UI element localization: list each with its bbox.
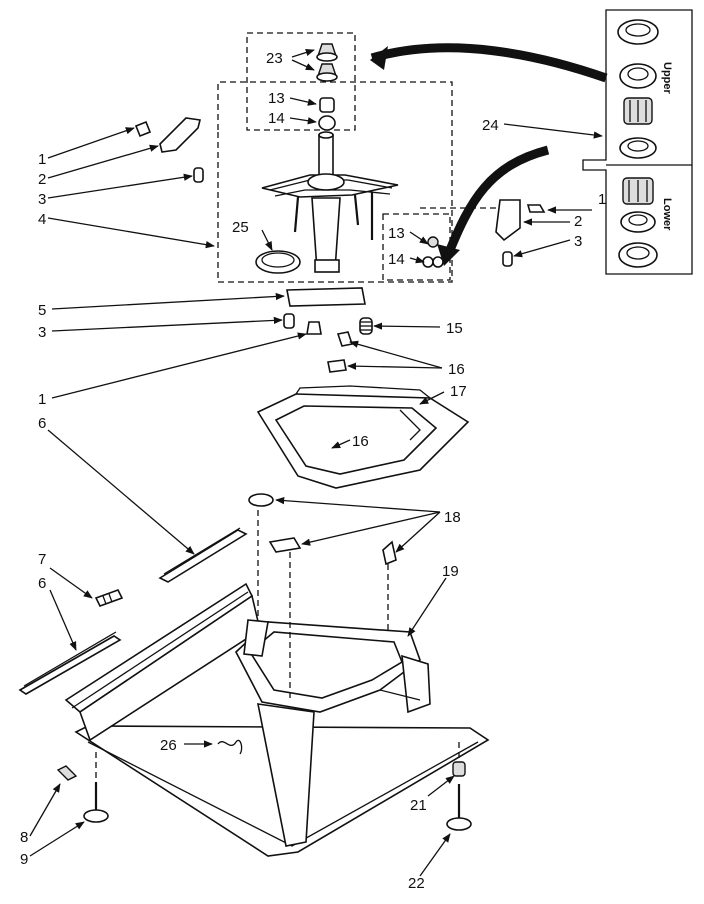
spring-7 [94, 589, 124, 607]
clips-18 [248, 493, 397, 566]
callout-2b: 2 [574, 213, 582, 230]
callout-16a: 16 [448, 361, 465, 378]
callout-2a: 2 [38, 171, 46, 188]
callout-13a: 13 [268, 90, 285, 107]
callout-13b: 13 [388, 225, 405, 242]
callout-25: 25 [232, 219, 249, 236]
clip-26 [217, 739, 243, 755]
lower-curved-arrow [443, 145, 550, 257]
bearing-parts-upper [316, 43, 338, 131]
upper-bearing-icons [617, 19, 659, 159]
transmission [261, 131, 399, 273]
callout-3b: 3 [574, 233, 582, 250]
callout-5: 5 [38, 302, 46, 319]
cabinet-base [64, 582, 490, 857]
callout-1c: 1 [38, 391, 46, 408]
right-bracket-parts [420, 199, 546, 267]
upper-label: Upper [661, 62, 673, 95]
callout-14a: 14 [268, 110, 285, 127]
callout-18: 18 [444, 509, 461, 526]
callout-labels: 1 2 3 4 23 13 14 25 24 1 2 3 13 14 5 3 1… [20, 50, 606, 892]
leveling-foot-left [56, 765, 109, 823]
rail-6-lower [18, 631, 122, 695]
bearing-inset: Upper Lower [582, 9, 693, 275]
callout-14b: 14 [388, 251, 405, 268]
ring-25 [255, 250, 301, 274]
callout-1b: 1 [598, 191, 606, 208]
callout-6b: 6 [38, 575, 46, 592]
callout-16b: 16 [352, 433, 369, 450]
callout-3c: 3 [38, 324, 46, 341]
callout-15: 15 [446, 320, 463, 337]
callout-9: 9 [20, 851, 28, 868]
leader-lines [29, 49, 603, 877]
upper-curved-arrow [370, 43, 608, 83]
left-bracket-parts [134, 117, 204, 183]
upper-arrow-head [370, 46, 388, 70]
callout-17: 17 [450, 383, 467, 400]
drive-assembly-box [217, 81, 453, 283]
frame-17 [256, 385, 470, 489]
lower-bearing-icons [618, 177, 658, 268]
callout-1a: 1 [38, 151, 46, 168]
callout-3a: 3 [38, 191, 46, 208]
rail-6-upper [158, 527, 248, 583]
callout-23: 23 [266, 50, 283, 67]
lower-label: Lower [661, 198, 673, 231]
callout-19: 19 [442, 563, 459, 580]
callout-22: 22 [408, 875, 425, 892]
callout-26: 26 [160, 737, 177, 754]
callout-6a: 6 [38, 415, 46, 432]
callout-24: 24 [482, 117, 499, 134]
callout-4: 4 [38, 211, 46, 228]
leveling-foot-right [446, 761, 472, 831]
upper-bearing-box [246, 32, 356, 131]
callout-21: 21 [410, 797, 427, 814]
callout-7: 7 [38, 551, 46, 568]
center-plate-parts [283, 287, 373, 335]
callout-8: 8 [20, 829, 28, 846]
